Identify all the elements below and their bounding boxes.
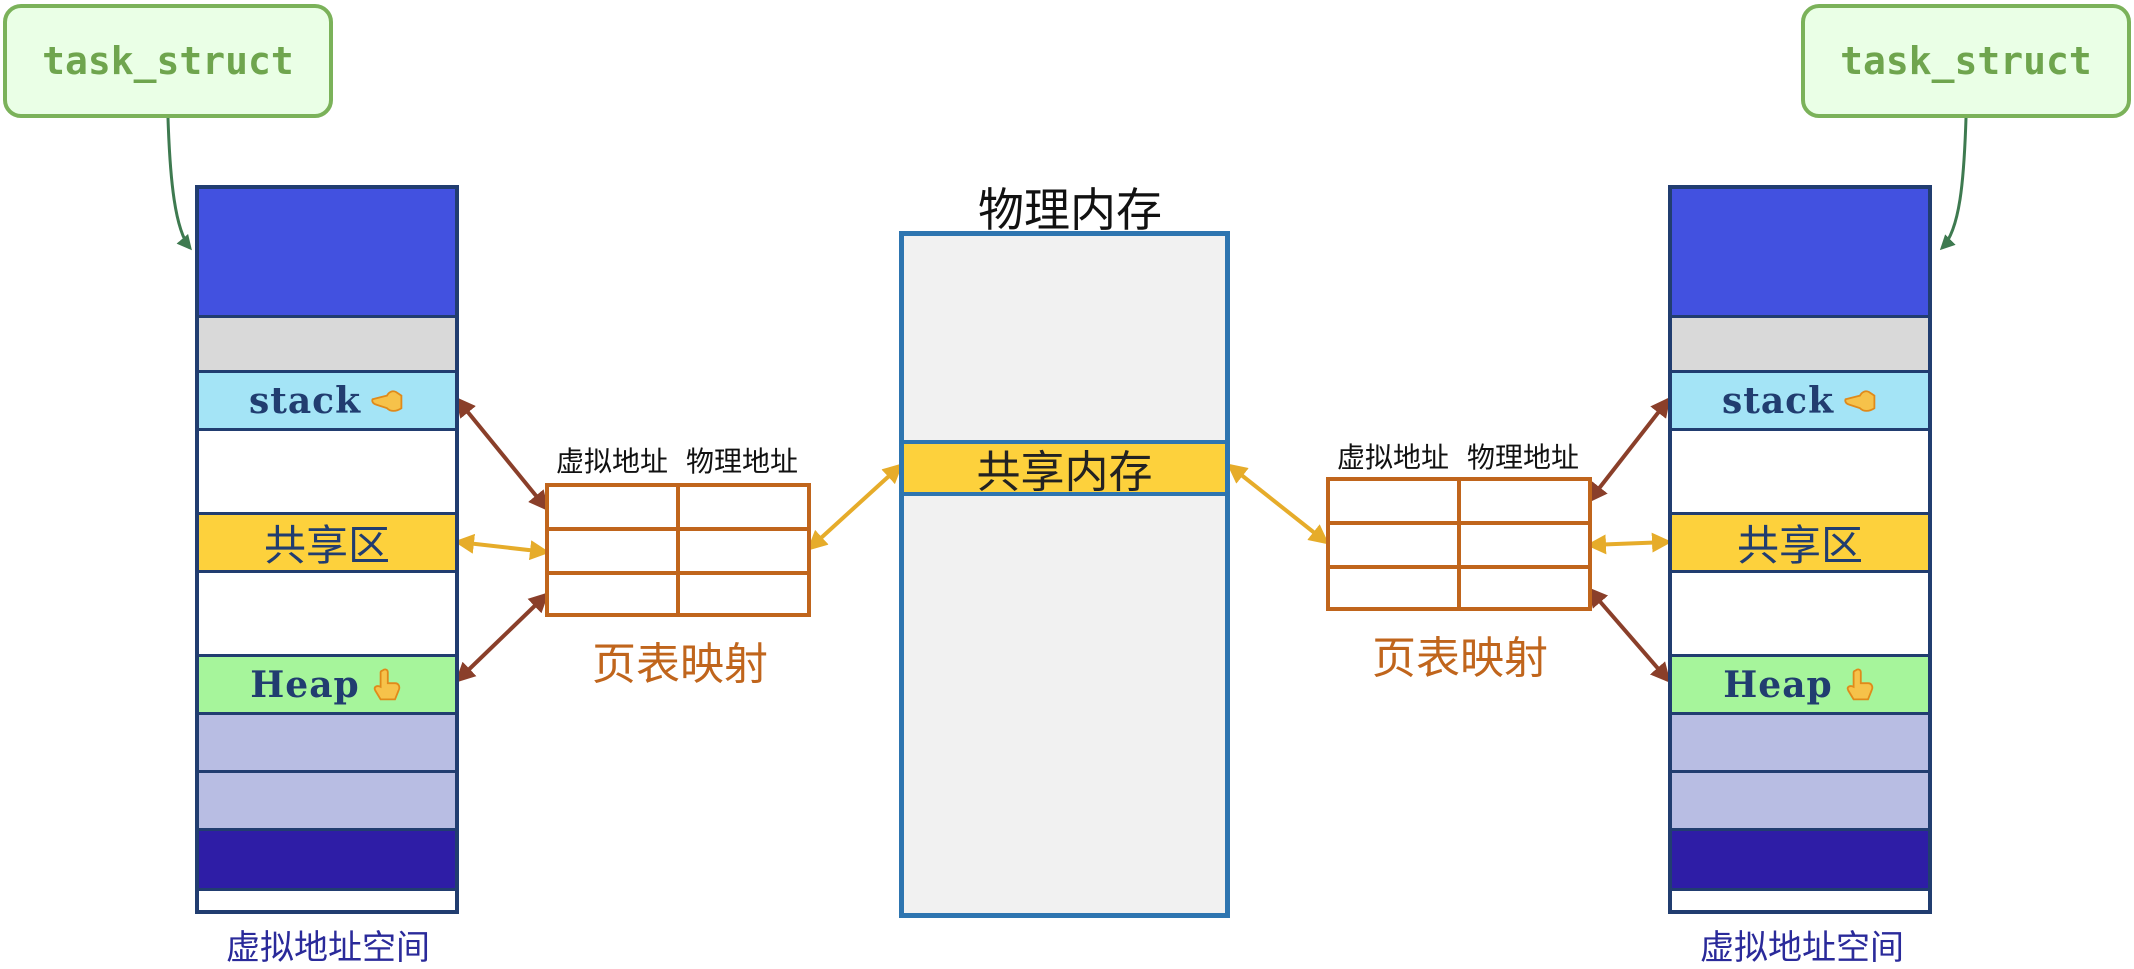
shared-area-label: 共享区 [1736, 521, 1863, 570]
right-shared-arrow [1586, 532, 1672, 555]
task-struct-right: task_struct [1801, 4, 2131, 118]
blank-segment [1672, 573, 1928, 657]
shared-segment: 共享区 [199, 515, 455, 573]
shared-area-label: 共享区 [263, 521, 390, 570]
lavender-segment [1672, 715, 1928, 773]
gray-segment [1672, 318, 1928, 373]
task-right-arrow [1939, 117, 1968, 251]
gray-segment [199, 318, 455, 373]
task-struct-right-label: task_struct [1840, 39, 2092, 83]
lavender-segment [1672, 773, 1928, 831]
virtual-address-space-right: stack 共享区 Heap [1668, 185, 1932, 914]
heap-segment: Heap [199, 657, 455, 715]
stack-segment: stack [199, 373, 455, 431]
dark-segment [1672, 831, 1928, 891]
blank-segment [1672, 431, 1928, 515]
page-table-left-virt-header: 虚拟地址 [556, 445, 669, 478]
shared-memory-block: 共享内存 [904, 440, 1225, 498]
left-heap-arrow [455, 592, 549, 683]
address-space-label-right: 虚拟地址空间 [1700, 928, 1904, 968]
blank-segment [199, 573, 455, 657]
hand-pointing-up-icon [1846, 668, 1873, 700]
lavender-segment [199, 715, 455, 773]
bottom-segment [199, 891, 455, 910]
stack-segment: stack [1672, 373, 1928, 431]
blank-segment [199, 431, 455, 515]
page-table-right-virt-header: 虚拟地址 [1337, 441, 1450, 474]
kernel-segment [199, 189, 455, 318]
page-table-right [1326, 477, 1592, 611]
heap-label: Heap [1723, 663, 1833, 706]
heap-segment: Heap [1672, 657, 1928, 715]
page-table-right-label: 页表映射 [1372, 633, 1548, 684]
physical-memory-title: 物理内存 [978, 183, 1162, 237]
right-heap-arrow [1587, 586, 1671, 684]
dark-segment [199, 831, 455, 891]
heap-label: Heap [250, 663, 360, 706]
hand-pointing-left-icon [371, 389, 403, 412]
bottom-segment [1672, 891, 1928, 910]
left-pt-to-shm-arrow [807, 463, 903, 551]
shared-segment: 共享区 [1672, 515, 1928, 573]
page-table-left-phys-header: 物理地址 [686, 445, 799, 478]
right-shm-to-pt-arrow [1226, 463, 1330, 545]
page-table-col-divider [676, 487, 680, 613]
task-left-arrow [166, 117, 192, 251]
lavender-segment [199, 773, 455, 831]
hand-pointing-up-icon [373, 668, 400, 700]
physical-memory-box: 共享内存 [899, 231, 1230, 918]
hand-pointing-left-icon [1844, 389, 1876, 412]
stack-label: stack [248, 379, 362, 422]
page-table-left [545, 483, 811, 617]
kernel-segment [1672, 189, 1928, 318]
task-struct-left-label: task_struct [42, 39, 294, 83]
shared-memory-label: 共享内存 [976, 447, 1153, 498]
address-space-label-left: 虚拟地址空间 [226, 928, 430, 968]
page-table-right-phys-header: 物理地址 [1467, 441, 1580, 474]
virtual-address-space-left: stack 共享区 Heap [195, 185, 459, 914]
left-shared-arrow [454, 533, 550, 561]
page-table-left-label: 页表映射 [592, 639, 768, 690]
left-stack-arrow [455, 396, 549, 512]
right-stack-arrow [1587, 396, 1671, 504]
page-table-col-divider [1457, 481, 1461, 607]
stack-label: stack [1721, 379, 1835, 422]
task-struct-left: task_struct [3, 4, 333, 118]
